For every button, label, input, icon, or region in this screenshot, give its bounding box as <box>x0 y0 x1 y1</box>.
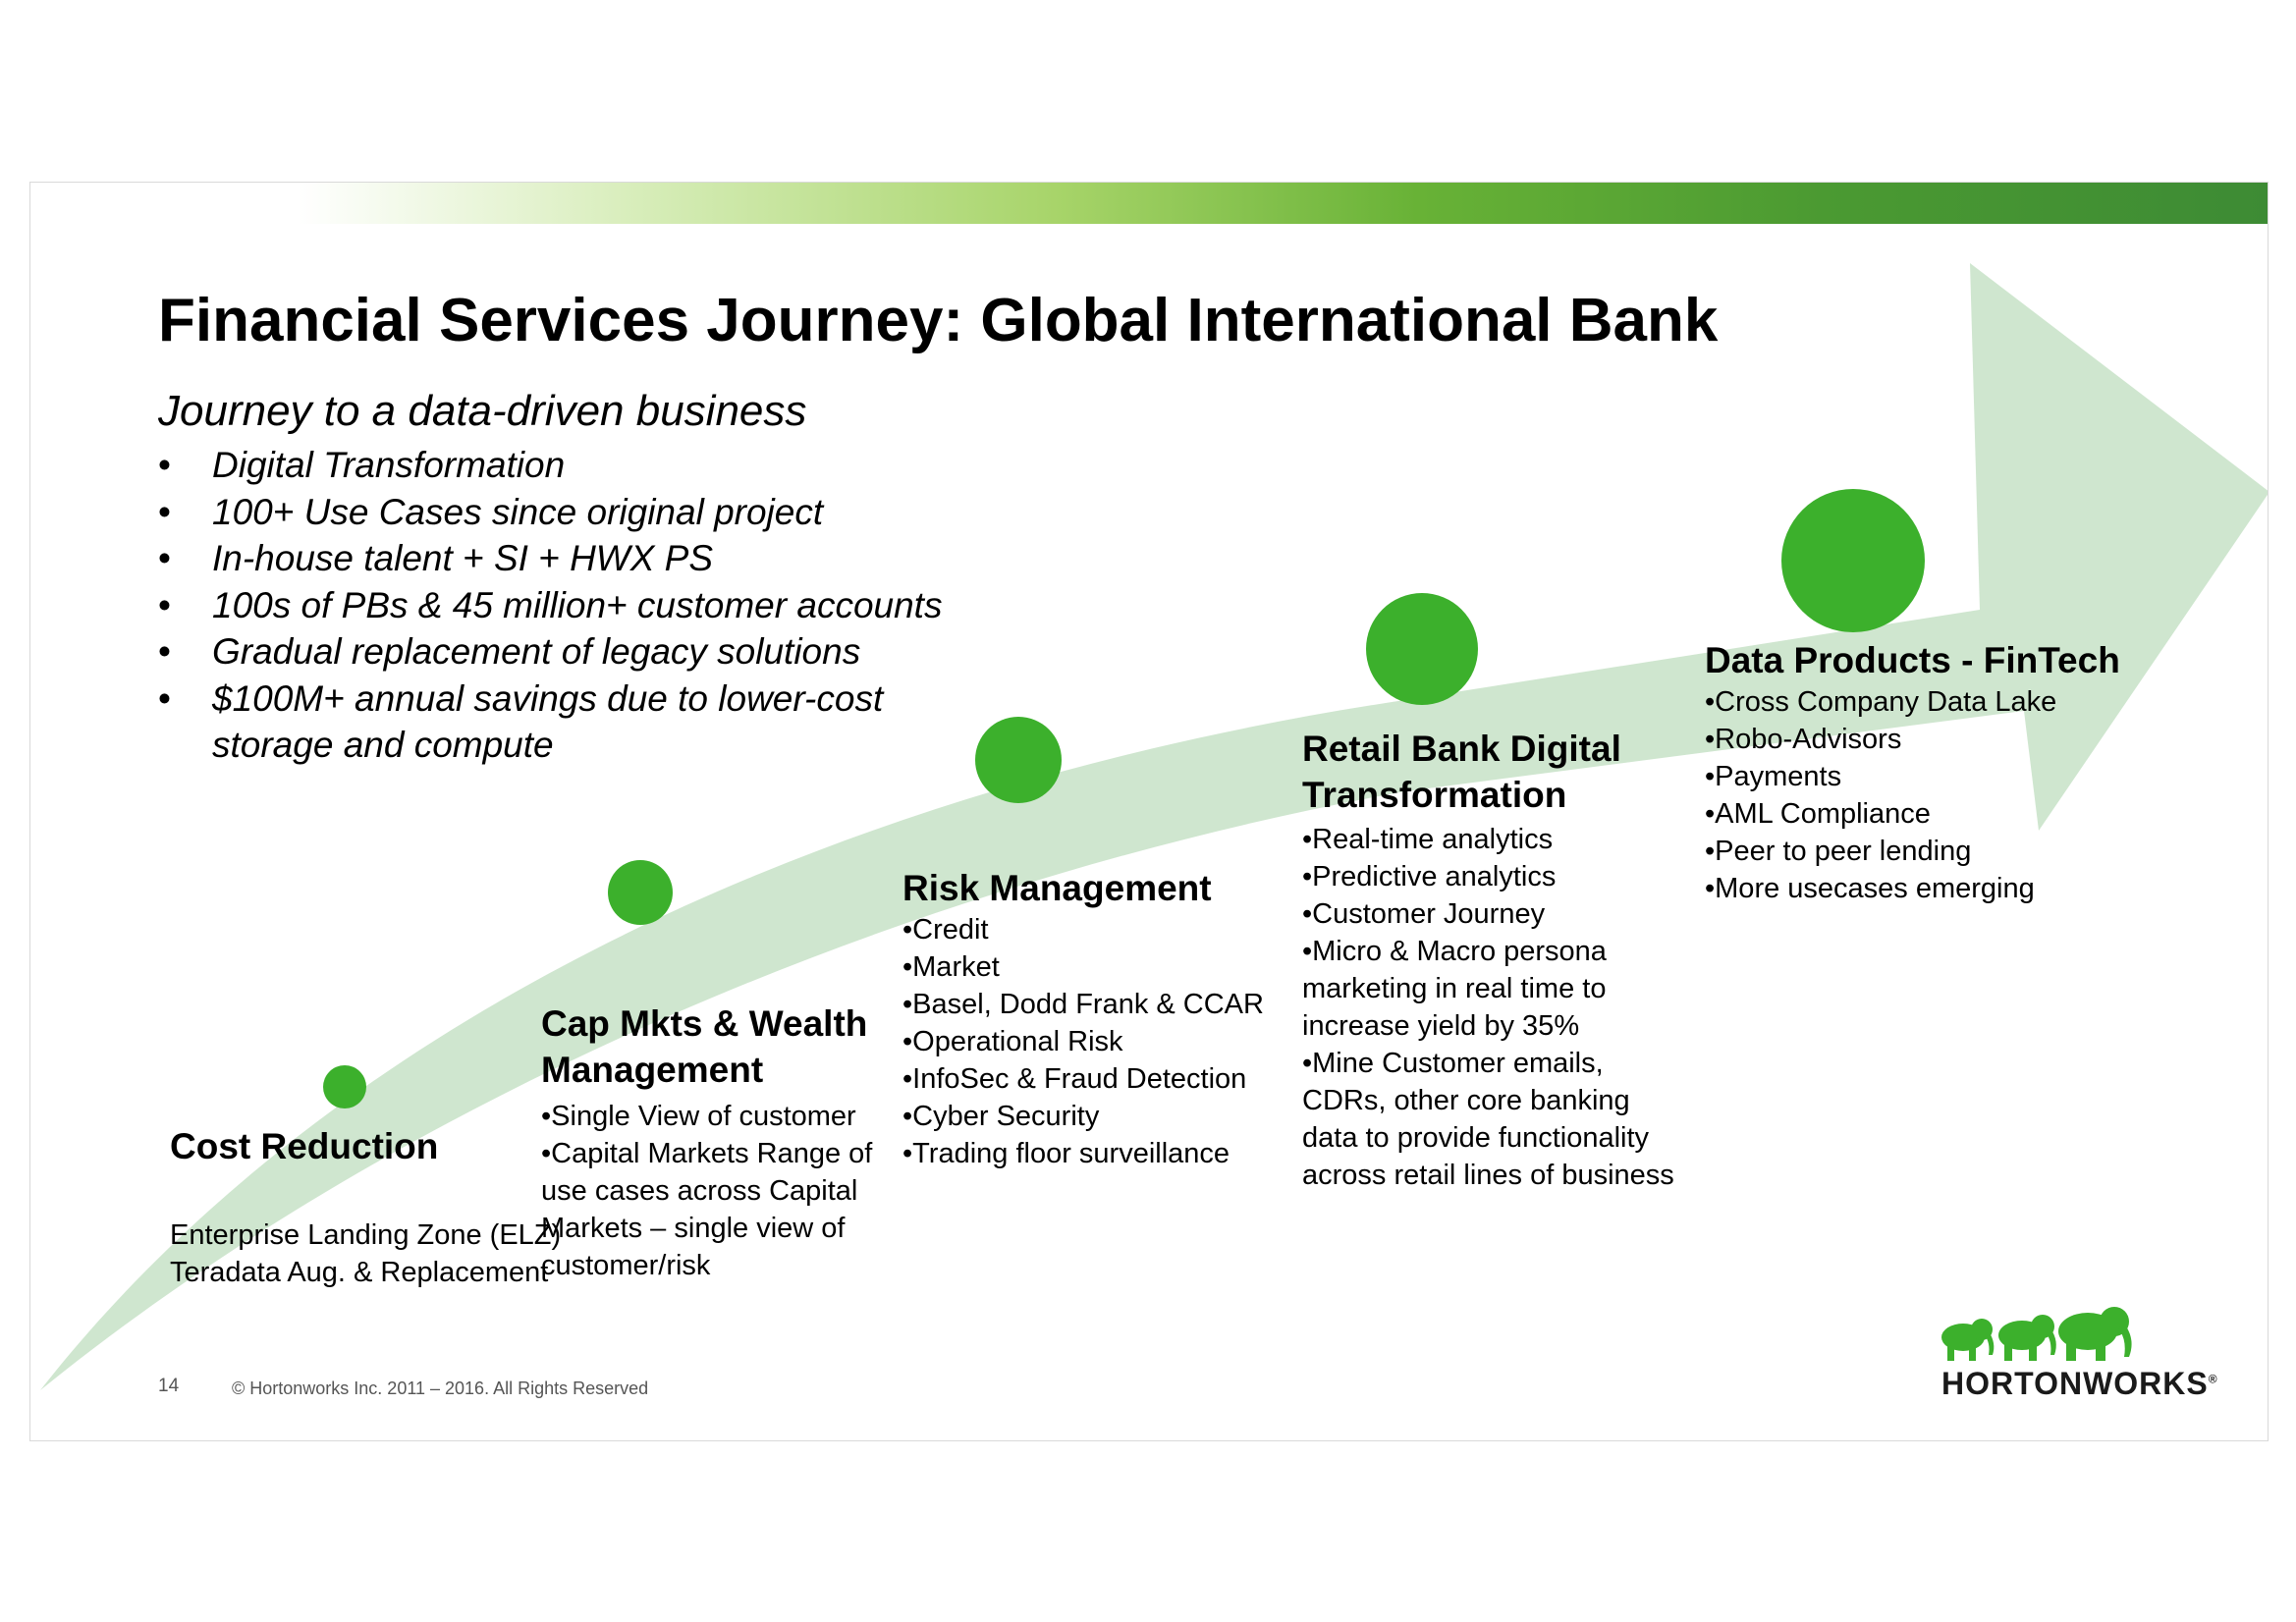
slide: Financial Services Journey: Global Inter… <box>29 182 2269 1441</box>
stage-item: Enterprise Landing Zone (ELZ) <box>170 1219 562 1251</box>
journey-arrow <box>40 263 2268 1390</box>
stage-item: •Peer to peer lending <box>1705 836 1972 867</box>
stage-title-risk-management: Risk Management <box>902 868 1212 908</box>
bullet-item: •100+ Use Cases since original project <box>158 491 824 532</box>
elephant-logo-icon <box>1941 1307 2132 1361</box>
bullet-item: •$100M+ annual savings due to lower-cost… <box>158 677 884 766</box>
bullet-item: •100s of PBs & 45 million+ customer acco… <box>158 584 943 625</box>
stage-marker-cost-reduction <box>323 1065 366 1108</box>
stage-marker-risk-management <box>975 717 1062 803</box>
bullet-item: •In-house talent + SI + HWX PS <box>158 538 714 578</box>
header-gradient-bar <box>30 183 2268 224</box>
stage-marker-data-products <box>1781 489 1925 632</box>
stage-item: •Robo-Advisors <box>1705 724 1902 755</box>
stage-items-data-products: •Cross Company Data Lake •Robo-Advisors … <box>1705 683 2098 907</box>
registered-mark: ® <box>2208 1372 2218 1386</box>
stage-item: •Predictive analytics <box>1302 861 1557 892</box>
copyright-notice: © Hortonworks Inc. 2011 – 2016. All Righ… <box>232 1379 649 1398</box>
stage-item: •Mine Customer emails, CDRs, other core … <box>1302 1048 1674 1191</box>
stage-item: •Trading floor surveillance <box>902 1138 1230 1169</box>
stage-marker-retail-bank <box>1366 593 1478 705</box>
stage-items-cost-reduction: Enterprise Landing Zone (ELZ) Teradata A… <box>170 1216 563 1291</box>
brand-wordmark: HORTONWORKS® <box>1941 1366 2218 1401</box>
stage-item: •Cross Company Data Lake <box>1705 686 2057 718</box>
stage-items-risk-management: •Credit •Market •Basel, Dodd Frank & CCA… <box>902 911 1276 1172</box>
bullet-item: •Gradual replacement of legacy solutions <box>158 631 861 672</box>
stage-items-retail-bank: •Real-time analytics •Predictive analyti… <box>1302 821 1685 1194</box>
stage-title-cost-reduction: Cost Reduction <box>170 1126 439 1166</box>
stage-item: •Payments <box>1705 761 1842 792</box>
stage-item: •Single View of customer <box>541 1101 856 1132</box>
slide-title: Financial Services Journey: Global Inter… <box>158 287 1719 354</box>
stage-item: •Micro & Macro persona marketing in real… <box>1302 936 1607 1042</box>
stage-marker-cap-mkts <box>608 860 673 925</box>
stage-item: •Customer Journey <box>1302 898 1546 930</box>
summary-bullets: •Digital Transformation •100+ Use Cases … <box>158 442 963 769</box>
stage-item: •Market <box>902 951 1000 983</box>
stage-item: •Real-time analytics <box>1302 824 1554 855</box>
stage-item: •More usecases emerging <box>1705 873 2035 904</box>
stage-item: •Credit <box>902 914 989 946</box>
stage-item: •AML Compliance <box>1705 798 1931 830</box>
page-number: 14 <box>158 1376 180 1396</box>
stage-item: •Operational Risk <box>902 1026 1123 1057</box>
stage-item: •Cyber Security <box>902 1101 1100 1132</box>
stage-item: •Basel, Dodd Frank & CCAR <box>902 989 1264 1020</box>
slide-subtitle: Journey to a data-driven business <box>158 387 807 435</box>
stage-item: •InfoSec & Fraud Detection <box>902 1063 1247 1095</box>
stage-title-cap-mkts: Cap Mkts & Wealth Management <box>541 1003 868 1090</box>
stage-title-retail-bank: Retail Bank Digital Transformation <box>1302 729 1621 815</box>
bullet-item: •Digital Transformation <box>158 445 566 485</box>
stage-items-cap-mkts: •Single View of customer •Capital Market… <box>541 1098 895 1284</box>
stage-item: •Capital Markets Range of use cases acro… <box>541 1138 873 1281</box>
stage-title-data-products: Data Products - FinTech <box>1705 640 2120 680</box>
stage-item: Teradata Aug. & Replacement <box>170 1257 549 1288</box>
